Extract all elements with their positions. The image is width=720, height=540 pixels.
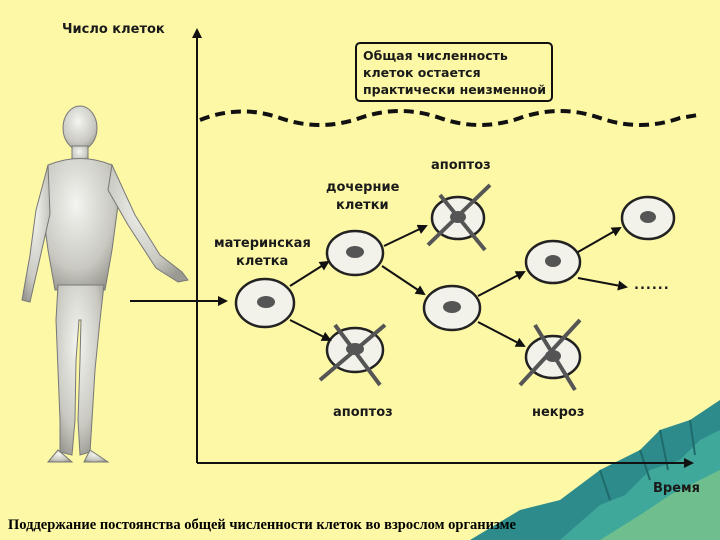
terrain-decoration — [470, 400, 720, 540]
mother-cell-label-2: клетка — [236, 254, 289, 269]
cell-mother — [234, 277, 296, 329]
cell-far-right — [620, 195, 676, 241]
continuation-dots: ...... — [634, 278, 670, 293]
caption: Поддержание постоянства общей численност… — [8, 517, 516, 533]
apoptosis-top-label: апоптоз — [431, 158, 491, 173]
cell-middle — [422, 284, 482, 332]
note-line-1: Общая численность — [363, 48, 508, 63]
y-axis-label: Число клеток — [62, 22, 165, 37]
x-axis-label: Время — [653, 481, 701, 496]
human-figure — [21, 105, 189, 463]
cell-daughter — [325, 229, 385, 277]
note-line-2: клеток остается — [363, 65, 481, 80]
cross-apoptosis-bottom-a — [318, 323, 387, 382]
cross-apoptosis-top-b — [438, 193, 487, 252]
daughter-cells-label-1: дочерние — [326, 180, 400, 195]
cross-marks — [318, 183, 582, 392]
cross-apoptosis-top-a — [426, 183, 492, 247]
constant-level-line — [199, 109, 699, 127]
apoptosis-bottom-label: апоптоз — [333, 405, 393, 420]
necrosis-label: некроз — [532, 405, 585, 420]
note-box: Общая численность клеток остается практи… — [355, 42, 553, 102]
daughter-cells-label-2: клетки — [336, 198, 389, 213]
cross-necrosis-b — [533, 323, 577, 392]
note-line-3: практически неизменной — [363, 82, 547, 97]
mother-cell-label-1: материнская — [214, 236, 311, 251]
division-arrows — [289, 224, 628, 347]
cross-apoptosis-bottom-b — [333, 323, 382, 387]
cell-upper-right — [524, 239, 582, 285]
